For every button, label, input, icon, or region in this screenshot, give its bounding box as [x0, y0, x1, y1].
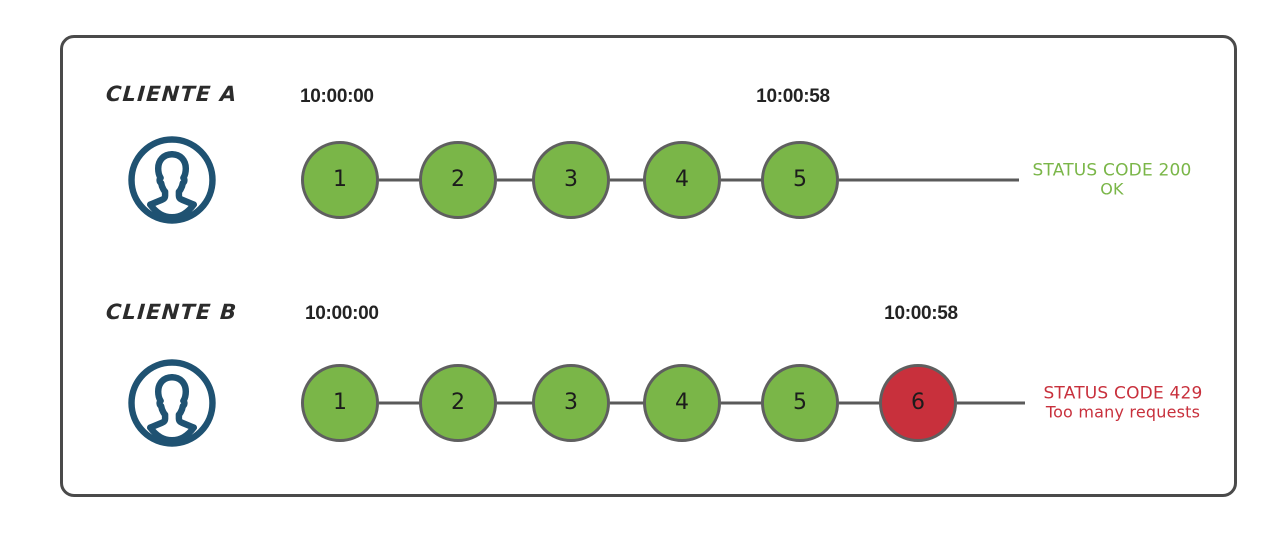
- connector-a-3-4: [610, 178, 644, 182]
- request-node[interactable]: 3: [532, 364, 610, 442]
- request-node[interactable]: 3: [532, 141, 610, 219]
- request-node-rejected[interactable]: 6: [879, 364, 957, 442]
- connector-a-1-2: [379, 178, 420, 182]
- request-node[interactable]: 4: [643, 364, 721, 442]
- request-node[interactable]: 4: [643, 141, 721, 219]
- status-code-b: STATUS CODE 429: [1043, 383, 1203, 404]
- connector-a-4-5: [721, 178, 762, 182]
- connector-b-3-4: [610, 401, 644, 405]
- timestamp-end-b: 10:00:58: [884, 303, 958, 324]
- connector-a-tail: [839, 178, 1019, 182]
- client-label-b: CLIENTE B: [105, 300, 239, 324]
- request-node[interactable]: 2: [419, 364, 497, 442]
- user-avatar-icon: [126, 357, 218, 449]
- connector-b-4-5: [721, 401, 762, 405]
- connector-a-2-3: [497, 178, 533, 182]
- timestamp-start-a: 10:00:00: [300, 86, 374, 107]
- user-avatar-icon: [126, 134, 218, 226]
- client-label-a: CLIENTE A: [105, 82, 239, 106]
- connector-b-2-3: [497, 401, 533, 405]
- status-badge-a: STATUS CODE 200 OK: [1028, 161, 1196, 200]
- request-node[interactable]: 1: [301, 141, 379, 219]
- request-node[interactable]: 5: [761, 364, 839, 442]
- status-message-b: Too many requests: [1045, 402, 1201, 422]
- status-code-a: STATUS CODE 200: [1032, 160, 1192, 181]
- timestamp-end-a: 10:00:58: [756, 86, 830, 107]
- timestamp-start-b: 10:00:00: [305, 303, 379, 324]
- request-node[interactable]: 2: [419, 141, 497, 219]
- request-node[interactable]: 5: [761, 141, 839, 219]
- connector-b-tail: [957, 401, 1025, 405]
- request-node[interactable]: 1: [301, 364, 379, 442]
- status-message-a: OK: [1100, 179, 1124, 199]
- connector-b-5-6: [839, 401, 880, 405]
- connector-b-1-2: [379, 401, 420, 405]
- status-badge-b: STATUS CODE 429 Too many requests: [1030, 384, 1216, 423]
